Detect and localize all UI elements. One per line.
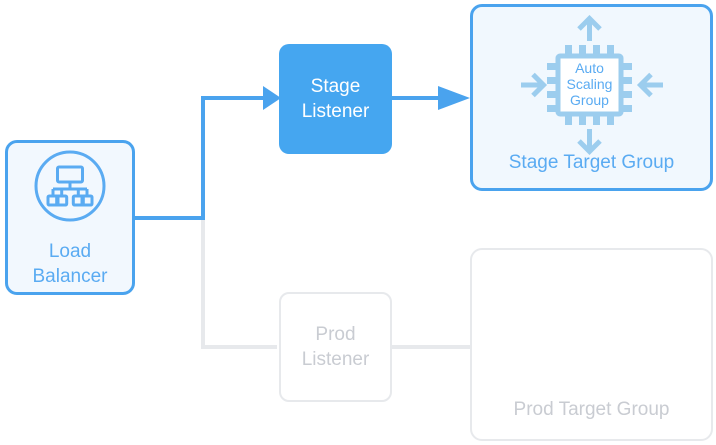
arrowhead-to-stage-listener <box>263 86 281 110</box>
stage-listener-label: Stage Listener <box>302 74 370 124</box>
node-load-balancer[interactable]: Load Balancer <box>5 140 135 295</box>
load-balancer-label-line1: Load <box>48 240 92 262</box>
node-prod-target-group[interactable]: Prod Target Group <box>470 248 713 441</box>
node-stage-target-group[interactable]: Auto Scaling Group Stage Target Group <box>470 4 713 191</box>
load-balancer-label-line2: Balancer <box>32 265 108 287</box>
asg-arrow-left-inward-icon <box>636 72 663 98</box>
node-prod-listener[interactable]: Prod Listener <box>279 292 392 402</box>
asg-arrow-right-inward-icon <box>520 72 547 98</box>
auto-scaling-group-icon-wrap: Auto Scaling Group <box>517 14 667 156</box>
prod-listener-label: Prod Listener <box>302 322 370 372</box>
asg-label-line2: Scaling <box>566 76 612 92</box>
stage-listener-label-line1: Stage <box>310 76 361 97</box>
stage-listener-label-line2: Listener <box>301 101 370 122</box>
stage-target-group-label: Stage Target Group <box>508 152 675 173</box>
load-balancer-label: Load Balancer <box>33 239 108 289</box>
auto-scaling-group-chip-icon <box>546 45 632 125</box>
asg-arrow-up-icon <box>576 14 602 41</box>
edge-load-balancer-to-stage-listener <box>135 96 265 220</box>
prod-target-group-label: Prod Target Group <box>513 399 670 420</box>
load-balancer-hierarchy-icon <box>31 147 109 230</box>
asg-label-line1: Auto <box>575 60 604 76</box>
asg-label-line3: Group <box>570 92 609 108</box>
prod-listener-label-line1: Prod <box>315 324 356 345</box>
arrowhead-to-stage-target-group <box>438 86 470 110</box>
asg-arrow-down-icon <box>576 129 602 156</box>
edge-branch-to-prod-listener <box>201 218 277 349</box>
prod-listener-label-line2: Listener <box>301 349 370 370</box>
node-stage-listener[interactable]: Stage Listener <box>279 44 392 154</box>
